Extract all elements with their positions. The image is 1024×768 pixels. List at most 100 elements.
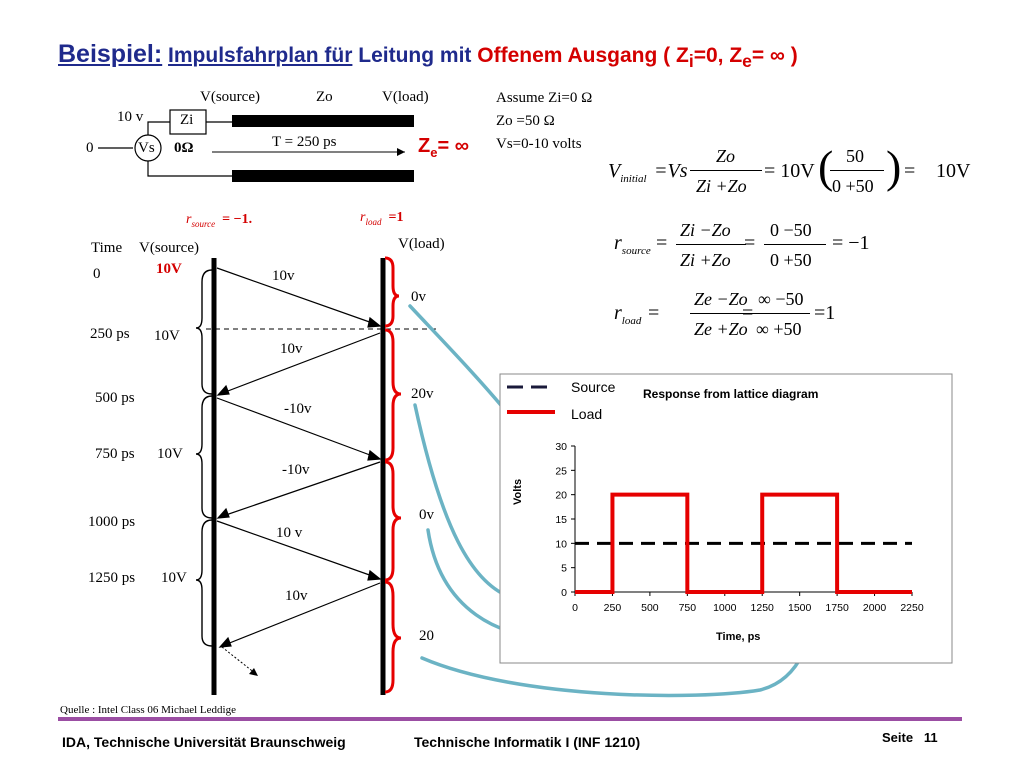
title-part1: Impulsfahrplan für [168, 44, 353, 67]
title-part4: ( Z [663, 44, 689, 67]
eq1-num2: 50 [846, 146, 864, 166]
eq2-eq2: = [744, 232, 756, 254]
y-tick-label: 25 [555, 465, 567, 477]
load-value-4: 20 [419, 628, 434, 644]
source-value-2: 10V [157, 446, 183, 462]
x-tick-label: 1000 [713, 602, 737, 614]
footer-left: IDA, Technische Universität Braunschweig [62, 734, 346, 750]
source-value-1: 10V [154, 328, 180, 344]
circuit-zero-label: 0 [86, 140, 94, 156]
y-tick-label: 0 [561, 587, 567, 599]
x-tick-label: 1500 [788, 602, 812, 614]
eq2-num1: Zi −Zo [680, 220, 731, 240]
load-value-2: 20v [411, 386, 434, 402]
eq1-result: 10V [936, 160, 971, 182]
wave-label-6: 10v [285, 588, 308, 604]
eq2-den2: 0 +50 [770, 250, 812, 270]
source-note: Quelle : Intel Class 06 Michael Leddige [60, 704, 236, 716]
chart-title: Response from lattice diagram [643, 387, 819, 401]
slide-title: Beispiel: Impulsfahrplan für Leitung mit… [58, 40, 798, 72]
time-label-1000: 1000 ps [88, 514, 136, 530]
title-part5: =0, Z [693, 44, 743, 67]
circuit-ze-label: Ze= ∞ [418, 135, 469, 160]
x-tick-label: 2000 [863, 602, 887, 614]
x-tick-label: 1750 [825, 602, 849, 614]
eq3-eq2: = [742, 302, 754, 324]
eq1-eq3: = [904, 160, 916, 182]
x-tick-label: 0 [572, 602, 578, 614]
eq2-num2: 0 −50 [770, 220, 812, 240]
lattice-r-load: rload =1 [360, 210, 404, 227]
chart-x-label: Time, ps [716, 631, 761, 643]
legend-source-label: Source [571, 379, 616, 395]
circuit-vload-label: V(load) [382, 89, 429, 105]
footer-center: Technische Informatik I (INF 1210) [414, 734, 641, 750]
eq3-num2: ∞ −50 [758, 289, 804, 309]
eq1-den2: 0 +50 [832, 176, 874, 196]
chart-plot: 0 250 500 750 1000 1250 1500 1750 2000 2250 0 5 10 15… [555, 441, 924, 614]
y-tick-label: 20 [555, 490, 567, 502]
eq2-eq1: = [656, 232, 668, 254]
circuit-10v-label: 10 v [117, 109, 144, 125]
line-bottom-conductor [232, 170, 414, 182]
time-label-750: 750 ps [95, 446, 135, 462]
eq1-eq2: = 10V [764, 160, 815, 182]
circuit-zo-label: Zo [316, 89, 333, 105]
time-label-1250: 1250 ps [88, 570, 136, 586]
x-tick-label: 500 [641, 602, 659, 614]
y-tick-label: 15 [555, 514, 567, 526]
title-sub-e: e [742, 51, 752, 72]
eq1-vs: =Vs [654, 160, 688, 182]
load-value-3: 0v [419, 507, 434, 523]
footer-page: Seite 11 [882, 730, 938, 745]
source-value-3: 10V [161, 570, 187, 586]
x-tick-label: 1250 [751, 602, 775, 614]
load-value-1: 0v [411, 289, 426, 305]
eq3-lhs: rload [614, 302, 642, 327]
title-sub-i: i [688, 51, 694, 72]
circuit-t-label: T = 250 ps [272, 134, 337, 150]
title-prefix: Beispiel: [58, 40, 163, 68]
eq1-den1: Zi +Zo [696, 176, 747, 196]
lattice-vsource-header: V(source) [139, 240, 199, 256]
wave-label-3: -10v [284, 401, 312, 417]
eq3-den2: ∞ +50 [756, 319, 802, 339]
time-label-250: 250 ps [90, 326, 130, 342]
eq1-num1: Zo [716, 146, 736, 166]
lattice-r-source: rsource = −1. [186, 212, 253, 229]
assumption-zo: Zo =50 Ω [496, 113, 555, 129]
x-tick-label: 250 [604, 602, 622, 614]
lattice-vload-header: V(load) [398, 236, 445, 252]
lattice-source-10v-red: 10V [156, 261, 182, 277]
voltage-source-symbol [134, 134, 162, 162]
y-tick-label: 10 [555, 538, 567, 550]
line-top-conductor [232, 115, 414, 127]
eq3-den1: Ze +Zo [694, 319, 748, 339]
x-tick-label: 750 [679, 602, 697, 614]
eq3-result: =1 [814, 302, 836, 324]
circuit-ohm-label: 0Ω [174, 140, 194, 156]
title-part6: = ∞ ) [751, 44, 798, 67]
lattice-diagram [195, 256, 440, 695]
circuit-vs-label: Vs [138, 140, 155, 156]
circuit-diagram [98, 109, 414, 182]
x-tick-label: 2250 [900, 602, 924, 614]
eq1-lhs: Vinitial [608, 160, 647, 185]
chart-frame [499, 373, 953, 664]
assumption-vs: Vs=0-10 volts [496, 136, 582, 152]
y-tick-label: 5 [561, 563, 567, 575]
circuit-vsource-label: V(source) [200, 89, 260, 105]
chart-y-label: Volts [512, 478, 524, 505]
time-label-500: 500 ps [95, 390, 135, 406]
wave-label-4: -10v [282, 462, 310, 478]
eq3-num1: Ze −Zo [694, 289, 748, 309]
wave-label-2: 10v [280, 341, 303, 357]
load-series-line [575, 492, 912, 594]
eq3-eq1: = [648, 302, 660, 324]
assumption-zi: Assume Zi=0 Ω [496, 90, 593, 106]
wave-label-5: 10 v [276, 525, 303, 541]
eq2-lhs: rsource [614, 232, 651, 257]
time-label-0: 0 [93, 266, 101, 282]
legend-load-label: Load [571, 406, 603, 422]
